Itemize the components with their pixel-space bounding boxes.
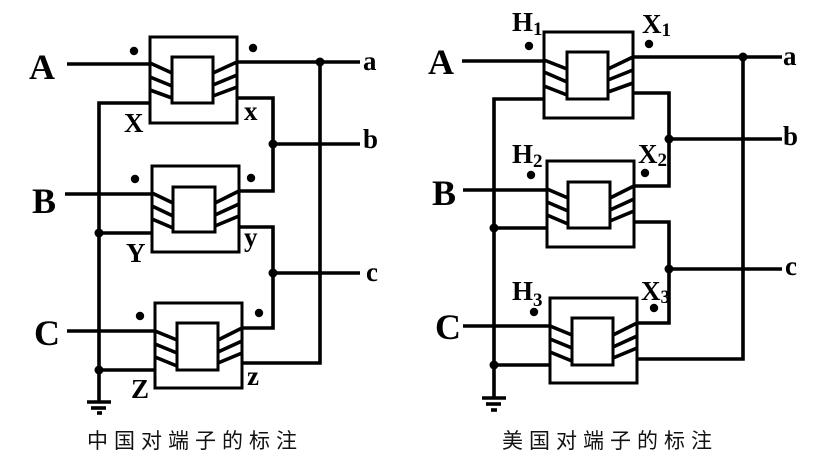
junction-dot bbox=[664, 264, 674, 274]
output-label-b: b bbox=[783, 121, 798, 151]
transformer-core bbox=[565, 50, 610, 101]
primary-winding bbox=[154, 329, 178, 368]
transformer-outer-frame bbox=[545, 159, 636, 249]
terminal-label-y: y bbox=[244, 222, 258, 252]
link-x3-to-a bbox=[637, 57, 745, 361]
transformer-outer-frame bbox=[542, 30, 635, 120]
terminal-label-X2: X2 bbox=[638, 139, 667, 171]
transformer-outer-frame bbox=[150, 164, 241, 254]
terminal-label-H1: H1 bbox=[512, 7, 543, 40]
terminal-label-X: X bbox=[124, 108, 144, 138]
input-label-b: B bbox=[32, 181, 56, 221]
transformer-core bbox=[170, 55, 215, 105]
right-diagram: A B C a b c H1 H2 H3 X1 X2 X3 美国对端子的标注 bbox=[428, 7, 798, 453]
primary-winding bbox=[546, 187, 569, 226]
right-caption: 美国对端子的标注 bbox=[502, 429, 718, 453]
polarity-dot-secondary bbox=[248, 43, 258, 53]
input-label-b: B bbox=[432, 173, 456, 213]
junction-dot bbox=[489, 360, 499, 370]
transformer-phase-a bbox=[524, 30, 654, 120]
wiring bbox=[65, 60, 360, 402]
wiring bbox=[462, 55, 782, 398]
transformer-outer-frame bbox=[148, 35, 239, 125]
primary-winding bbox=[151, 191, 174, 230]
ground-icon bbox=[482, 396, 506, 412]
secondary-winding bbox=[609, 184, 635, 223]
polarity-dot-secondary bbox=[254, 308, 264, 318]
transformer-phase-a bbox=[129, 35, 258, 125]
terminal-label-X1: X1 bbox=[642, 9, 671, 41]
polarity-dot-primary bbox=[529, 307, 539, 317]
junctions bbox=[489, 52, 748, 370]
secondary-winding bbox=[607, 55, 634, 94]
terminal-label-Y: Y bbox=[126, 238, 146, 268]
terminal-label-H3: H3 bbox=[512, 276, 543, 311]
polarity-dot-secondary bbox=[644, 39, 654, 49]
primary-winding bbox=[149, 61, 173, 100]
transformer-core bbox=[566, 180, 612, 230]
terminal-label-z: z bbox=[247, 361, 259, 391]
output-label-b: b bbox=[363, 124, 378, 154]
junction-dot bbox=[664, 134, 674, 144]
link-z-to-a bbox=[242, 62, 322, 365]
polarity-dot-secondary bbox=[640, 168, 650, 178]
polarity-dot-primary bbox=[526, 170, 536, 180]
input-label-a: A bbox=[428, 42, 454, 82]
junction-dot bbox=[268, 268, 278, 278]
polarity-dot-primary bbox=[129, 46, 139, 56]
polarity-dot-primary bbox=[130, 174, 140, 184]
polarity-dot-primary bbox=[524, 41, 534, 51]
polarity-dot-secondary bbox=[246, 173, 256, 183]
polarity-dot-secondary bbox=[649, 303, 659, 313]
secondary-winding bbox=[612, 321, 638, 360]
primary-winding bbox=[549, 324, 573, 363]
neutral-rail bbox=[97, 101, 150, 402]
terminal-label-X3: X3 bbox=[641, 276, 670, 308]
left-diagram: A B C a b c X Y Z x y z 中国对端子的标注 bbox=[29, 35, 378, 453]
primary-winding bbox=[543, 58, 568, 97]
transformer-core bbox=[175, 321, 220, 372]
terminal-label-Z: Z bbox=[131, 374, 149, 404]
junction-dot bbox=[94, 365, 104, 375]
junction-dot bbox=[268, 139, 278, 149]
secondary-winding bbox=[214, 189, 240, 228]
output-label-a: a bbox=[363, 46, 377, 76]
ground-icon bbox=[87, 400, 111, 415]
neutral-rail bbox=[492, 97, 544, 398]
junction-dot bbox=[489, 223, 499, 233]
terminal-label-H2: H2 bbox=[512, 139, 543, 172]
input-label-a: A bbox=[29, 47, 55, 87]
input-label-c: C bbox=[34, 313, 60, 353]
output-label-c: c bbox=[785, 251, 797, 281]
terminal-label-x: x bbox=[244, 96, 258, 126]
junction-dot bbox=[315, 57, 325, 67]
secondary-winding bbox=[212, 60, 238, 98]
transformer-phase-c bbox=[529, 296, 659, 385]
output-label-a: a bbox=[783, 41, 797, 71]
left-caption: 中国对端子的标注 bbox=[87, 429, 303, 453]
junctions bbox=[94, 57, 325, 375]
transformer-core bbox=[570, 316, 615, 367]
transformer-core bbox=[171, 185, 217, 234]
polarity-dot-primary bbox=[135, 311, 145, 321]
transformer-phase-b bbox=[130, 164, 256, 254]
input-label-c: C bbox=[435, 307, 461, 347]
transformer-phase-c bbox=[135, 301, 264, 390]
secondary-winding bbox=[217, 326, 243, 365]
transformer-phase-b bbox=[526, 159, 650, 249]
junction-dot bbox=[738, 52, 748, 62]
junction-dot bbox=[94, 228, 104, 238]
output-label-c: c bbox=[366, 257, 378, 287]
